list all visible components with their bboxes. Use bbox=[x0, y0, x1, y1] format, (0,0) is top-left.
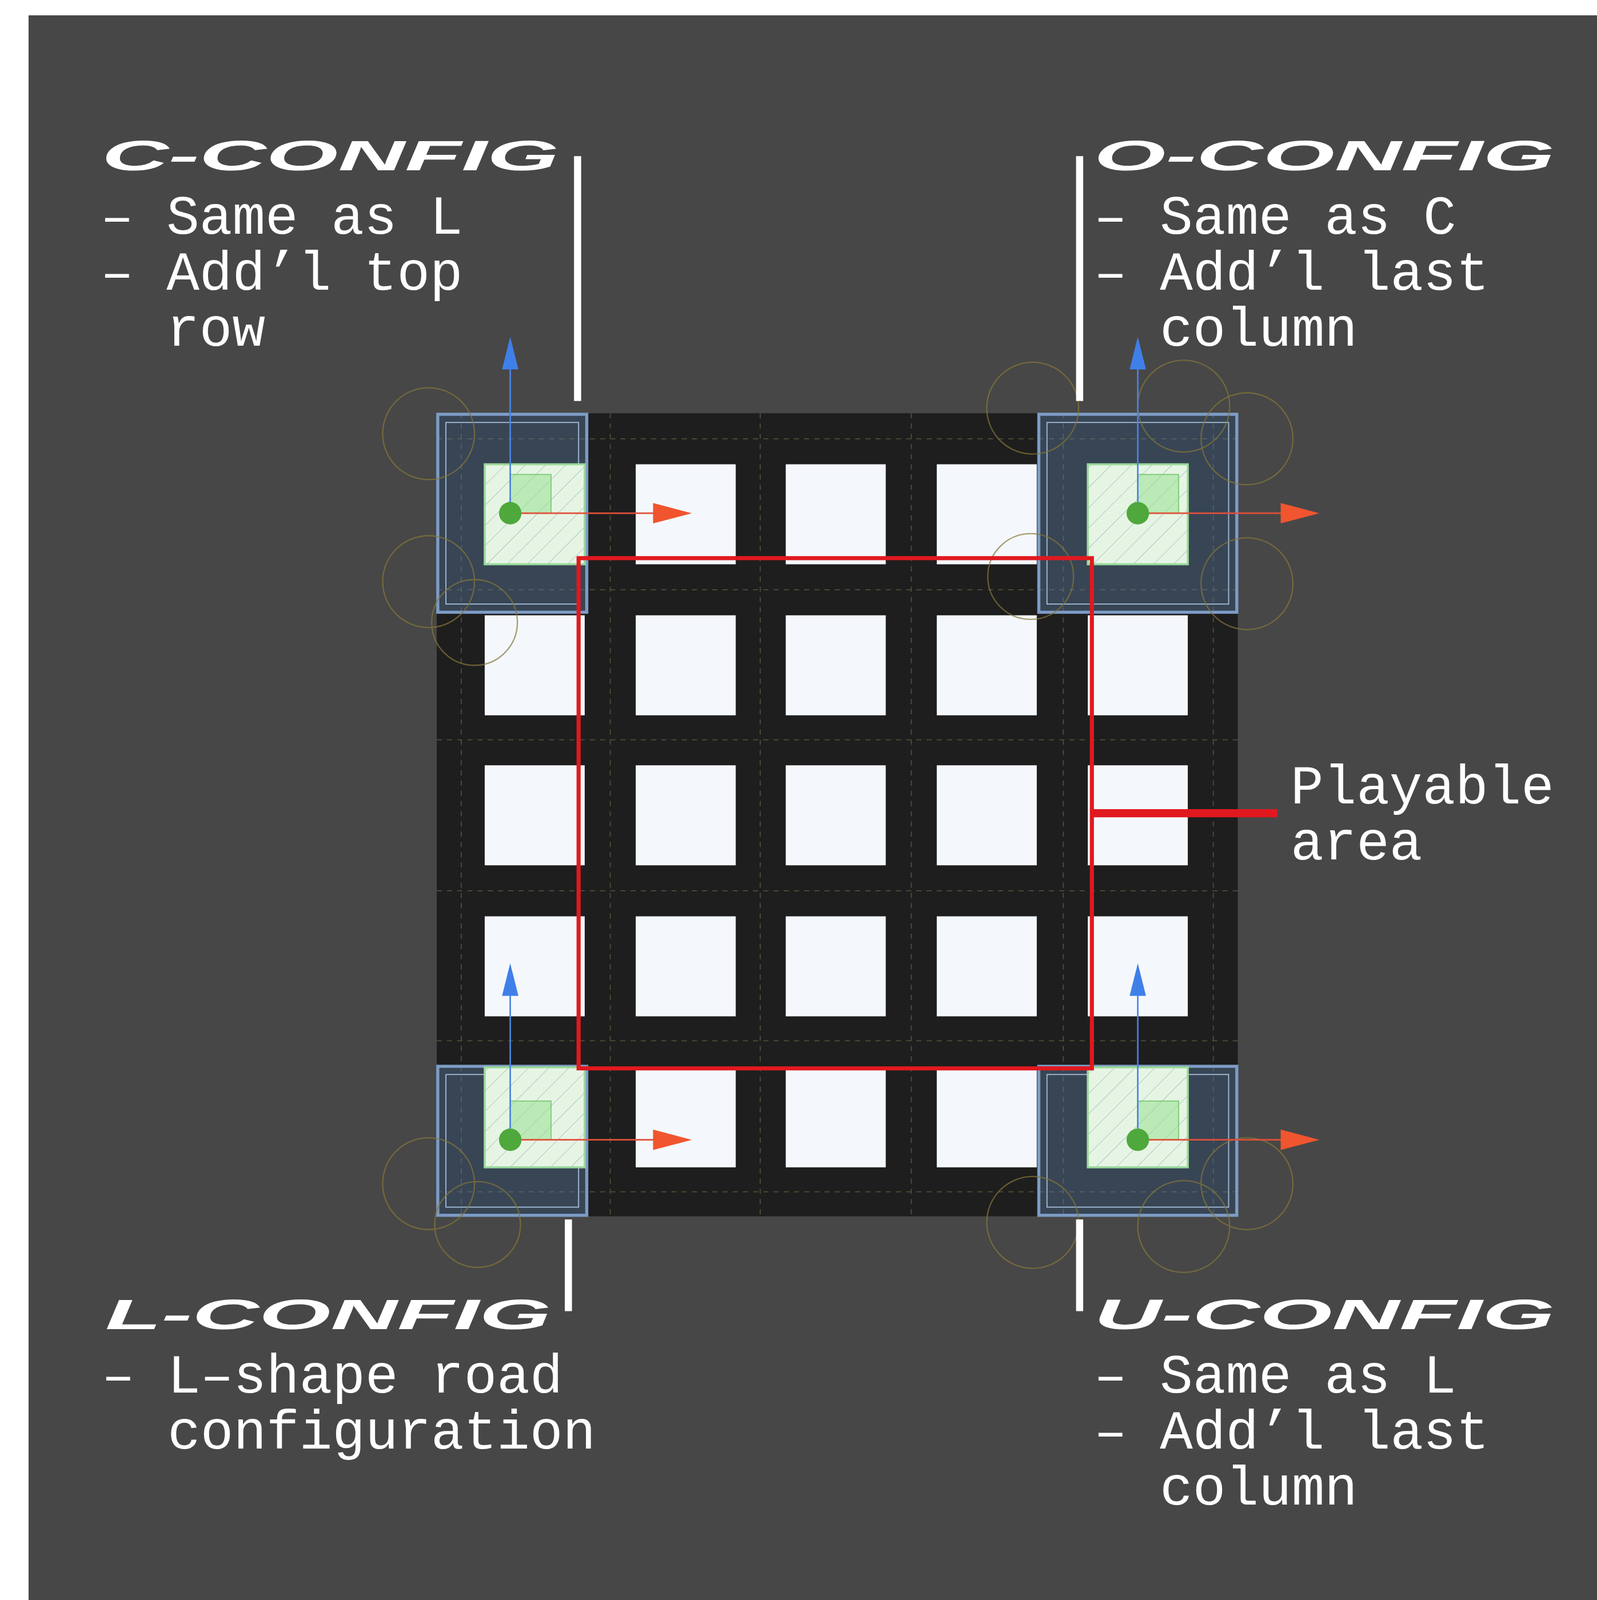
config-heading: O-CONFIG bbox=[1094, 134, 1555, 178]
tile bbox=[484, 765, 585, 866]
leader-line bbox=[564, 1219, 572, 1312]
gizmo-circle bbox=[382, 388, 475, 481]
config-heading: U-CONFIG bbox=[1094, 1293, 1555, 1337]
tile bbox=[936, 765, 1037, 866]
label-slot: U-CONFIG bbox=[1094, 1293, 1307, 1337]
playable-area-outline bbox=[578, 558, 1092, 1069]
leader-line bbox=[573, 156, 581, 402]
gizmo-axis-y bbox=[509, 368, 511, 514]
label-slot: Playable area bbox=[1290, 761, 1587, 874]
gizmo-circle bbox=[1200, 392, 1293, 485]
road-centerline bbox=[436, 739, 1238, 741]
gizmo-circle bbox=[1138, 360, 1231, 453]
gizmo-circle bbox=[434, 1182, 521, 1268]
label-slot: – L–shape road configuration bbox=[101, 1350, 629, 1463]
gizmo-axis-x bbox=[510, 1139, 655, 1141]
gizmo-arrow-y bbox=[1129, 963, 1147, 997]
gizmo-circle bbox=[986, 362, 1079, 455]
gizmo-axis-y bbox=[509, 995, 511, 1141]
gizmo-pivot bbox=[1126, 1128, 1149, 1152]
gizmo-arrow-y bbox=[501, 963, 519, 997]
panel-ground bbox=[28, 15, 1597, 1600]
label-slot: – Add’l last column bbox=[1094, 1406, 1523, 1519]
tile bbox=[635, 464, 736, 565]
gizmo-axis-x bbox=[510, 512, 655, 515]
label-slot: – Same as L bbox=[100, 191, 529, 248]
tile bbox=[635, 1067, 736, 1168]
tile bbox=[785, 765, 886, 866]
config-note: – Same as C bbox=[1094, 191, 1523, 248]
tile bbox=[484, 615, 585, 716]
leader-line bbox=[1091, 809, 1278, 818]
label-slot: L-CONFIG bbox=[105, 1293, 313, 1337]
config-note: – Add’l last column bbox=[1094, 1406, 1523, 1519]
gizmo-axis-x bbox=[1138, 1139, 1283, 1141]
road-centerline bbox=[436, 1040, 1238, 1042]
gizmo-axis-y bbox=[1136, 368, 1139, 514]
tile bbox=[936, 464, 1037, 565]
label-slot: – Add’l top row bbox=[100, 247, 529, 360]
label-slot: – Add’l last column bbox=[1094, 247, 1523, 360]
gizmo-pivot bbox=[498, 502, 522, 525]
config-piece bbox=[437, 1066, 588, 1216]
gizmo-arrow-x bbox=[1280, 502, 1320, 524]
gizmo-circle bbox=[987, 533, 1074, 620]
gizmo-circle bbox=[382, 1138, 475, 1231]
tile bbox=[1087, 615, 1188, 716]
tile bbox=[936, 1067, 1037, 1168]
tile bbox=[484, 916, 585, 1017]
road-centerline bbox=[910, 413, 912, 1217]
gizmo-arrow-y bbox=[501, 336, 519, 370]
gizmo-axis-y bbox=[1136, 995, 1139, 1141]
road-centerline bbox=[609, 413, 612, 1217]
gizmo-circle bbox=[986, 1176, 1079, 1269]
config-note: – Add’l last column bbox=[1094, 247, 1523, 360]
label-slot: C-CONFIG bbox=[101, 134, 314, 178]
tile bbox=[936, 615, 1037, 716]
tile bbox=[785, 464, 886, 565]
config-note: – Same as L bbox=[100, 191, 529, 248]
road-centerline bbox=[759, 413, 761, 1217]
gizmo-circle bbox=[1200, 1138, 1293, 1231]
gizmo-axis-x bbox=[1138, 512, 1283, 515]
gizmo-pivot bbox=[1126, 502, 1149, 525]
selected-tile bbox=[484, 1067, 585, 1168]
gizmo-arrow-y bbox=[1129, 336, 1147, 370]
gizmo-circle bbox=[431, 579, 518, 666]
tile bbox=[785, 916, 886, 1017]
tile bbox=[635, 615, 736, 716]
config-note: – Add’l top row bbox=[100, 247, 529, 360]
tile bbox=[936, 916, 1037, 1017]
gizmo-pivot bbox=[498, 1128, 522, 1152]
road-centerline bbox=[436, 890, 1238, 892]
tile bbox=[635, 765, 736, 866]
gizmo-circle bbox=[1138, 1180, 1231, 1273]
area-label: Playable area bbox=[1290, 761, 1587, 874]
selected-tile bbox=[484, 464, 585, 565]
leader-line bbox=[1076, 156, 1084, 402]
gizmo-circle bbox=[1200, 537, 1293, 630]
config-note: – L–shape road configuration bbox=[101, 1350, 629, 1463]
config-heading: L-CONFIG bbox=[105, 1293, 552, 1337]
config-heading: C-CONFIG bbox=[101, 134, 560, 178]
config-note: – Same as L bbox=[1094, 1350, 1523, 1407]
gizmo-arrow-x bbox=[653, 502, 693, 524]
tile bbox=[785, 1067, 886, 1168]
tile bbox=[785, 615, 886, 716]
selected-tile bbox=[484, 464, 585, 565]
label-slot: – Same as L bbox=[1094, 1350, 1523, 1407]
selected-tile bbox=[484, 1067, 585, 1168]
leader-line bbox=[1076, 1219, 1084, 1312]
label-slot: O-CONFIG bbox=[1094, 134, 1309, 178]
tile bbox=[635, 916, 736, 1017]
label-slot: – Same as C bbox=[1094, 191, 1523, 248]
gizmo-arrow-x bbox=[1280, 1130, 1320, 1151]
gizmo-arrow-x bbox=[653, 1130, 693, 1151]
